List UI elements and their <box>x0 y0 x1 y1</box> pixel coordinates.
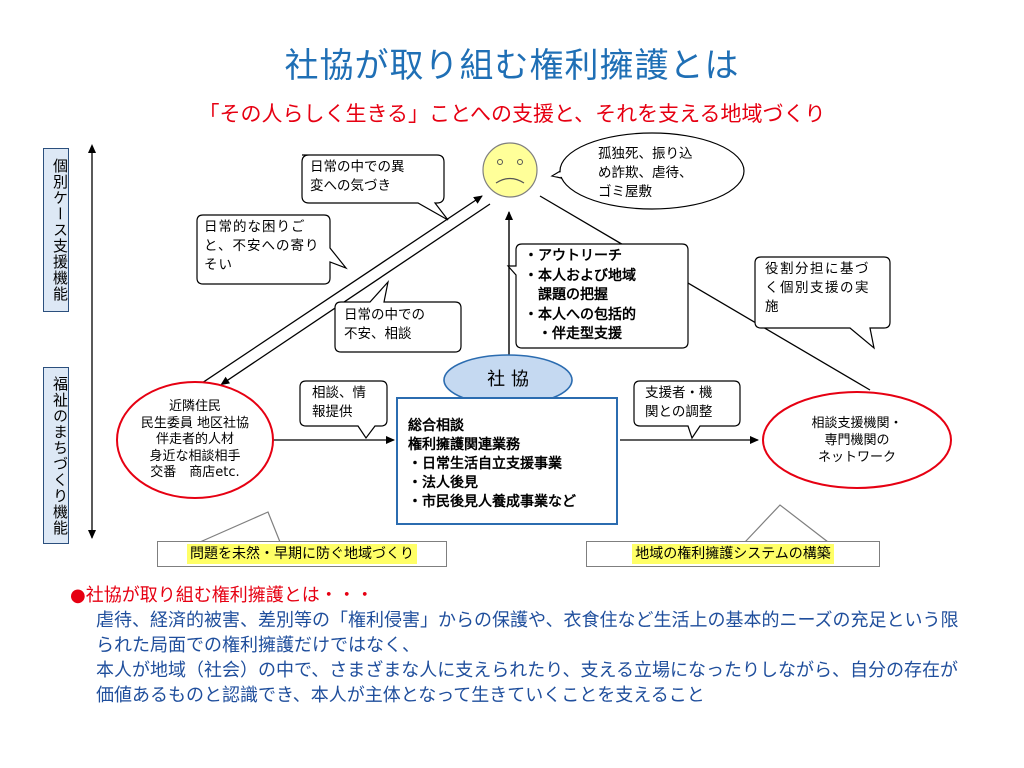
callout-consult-info-bubble <box>299 380 388 440</box>
network-node-line: 専門機関の <box>824 433 890 448</box>
callout-role-sharing: 役割分担に基づく個別支援の実施 <box>765 261 870 315</box>
main-box-line: ・法人後見 <box>408 475 478 491</box>
side-label-individual: 個別ケース支援機能 <box>43 148 69 312</box>
callout-daily-anxiety: 日常の中での 不安、相談 <box>344 307 425 342</box>
main-box-line: ・日常生活自立支援事業 <box>408 456 562 472</box>
callout-coordination: 支援者・機 関との調整 <box>645 385 713 420</box>
network-node <box>762 391 952 489</box>
outreach-item: ・本人への包括的 <box>524 306 636 323</box>
community-node-line: 交番 商店etc. <box>150 465 240 480</box>
arrow-left-to-face <box>195 195 483 388</box>
callout-daily-anxiety-bubble <box>334 279 462 353</box>
outreach-item: ・伴走型支援 <box>524 326 622 342</box>
ribbon-system-text: 地域の権利擁護システムの構築 <box>632 544 834 564</box>
community-node-line: 身近な相談相手 <box>149 448 241 464</box>
callout-awareness-bubble <box>301 154 449 221</box>
community-node <box>116 381 274 499</box>
callout-isolation-bubble <box>559 132 745 210</box>
explanation-paragraph-1: 虐待、経済的被害、差別等の「権利侵害」からの保護や、衣食住など生活上の基本的ニー… <box>96 610 959 656</box>
ribbon-prevention: 問題を未然・早期に防ぐ地域づくり <box>157 541 447 567</box>
explanation-section: ●社協が取り組む権利擁護とは・・・ 虐待、経済的被害、差別等の「権利侵害」からの… <box>70 583 970 708</box>
main-box-line: 権利擁護関連業務 <box>408 437 520 453</box>
callout-daily-worries-bubble <box>196 214 348 285</box>
explanation-paragraph-2: 本人が地域（社会）の中で、さまざまな人に支えられたり、支える立場になったりしなが… <box>96 660 959 706</box>
callout-coordination-bubble <box>633 380 741 440</box>
page-title: 社協が取り組む権利擁護とは <box>284 46 740 86</box>
line-face-to-right <box>539 195 871 391</box>
ribbon-system: 地域の権利擁護システムの構築 <box>586 541 880 567</box>
community-node-line: 近隣住民 <box>168 399 221 414</box>
callout-consult-info: 相談、情 報提供 <box>312 385 366 420</box>
outreach-box <box>506 243 689 349</box>
callout-role-sharing-bubble <box>754 256 891 350</box>
network-node-text: 相談支援機関・ 専門機関の ネットワーク <box>777 415 937 466</box>
callout-isolation: 孤独死、振り込 め詐欺、虐待、 ゴミ屋敷 <box>598 146 693 200</box>
main-box-line: ・市民後見人養成事業など <box>408 494 576 510</box>
arrow-face-to-left <box>220 203 491 386</box>
network-node-line: 相談支援機関・ <box>811 416 903 431</box>
callout-awareness: 日常の中での異 変への気づき <box>310 159 405 194</box>
main-box-line: 総合相談 <box>408 418 464 434</box>
explanation-lead: ●社協が取り組む権利擁護とは・・・ <box>70 585 374 606</box>
main-services-box: 総合相談 権利擁護関連業務 ・日常生活自立支援事業 ・法人後見 ・市民後見人養成… <box>396 397 618 525</box>
sad-face-icon <box>482 142 538 198</box>
page-subtitle: 「その人らしく生きる」ことへの支援と、それを支える地域づくり <box>198 102 826 126</box>
callout-daily-worries: 日常的な困りごと、不安への寄りそい <box>204 219 320 273</box>
community-node-text: 近隣住民 民生委員 地区社協 伴走者的人材 身近な相談相手 交番 商店etc. <box>120 399 270 482</box>
outreach-list: ・アウトリーチ ・本人および地域 課題の把握 ・本人への包括的 ・伴走型支援 <box>524 247 684 345</box>
network-node-line: ネットワーク <box>817 450 896 465</box>
outreach-item: ・アウトリーチ <box>524 248 622 264</box>
outreach-item: 課題の把握 <box>524 287 608 303</box>
community-node-line: 民生委員 地区社協 <box>140 415 250 431</box>
outreach-item: ・本人および地域 <box>524 267 636 284</box>
side-label-community: 福祉のまちづくり機能 <box>43 367 69 544</box>
community-node-line: 伴走者的人材 <box>155 432 234 447</box>
ribbon-prevention-text: 問題を未然・早期に防ぐ地域づくり <box>187 544 417 564</box>
shakyo-label: 社 協 <box>487 369 529 390</box>
